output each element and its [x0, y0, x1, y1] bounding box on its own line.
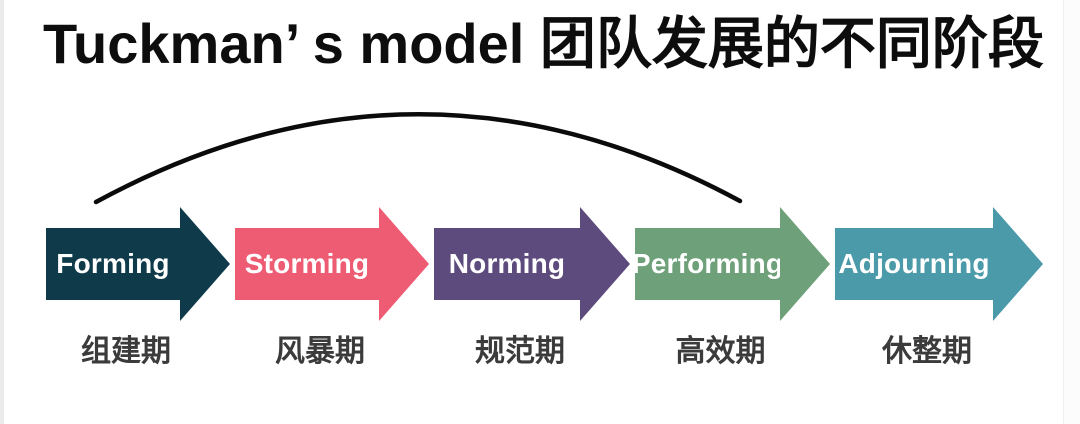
stage-item: Forming 组建期 — [46, 207, 230, 367]
stage-item: Adjourning 休整期 — [835, 207, 1043, 367]
stage-arrow-head-icon — [180, 207, 230, 321]
right-edge-strip — [1063, 0, 1080, 424]
stage-arrow-shape: Norming — [434, 207, 630, 321]
stage-label: Norming — [448, 248, 566, 279]
stage-zh-label: 规范期 — [475, 335, 565, 368]
stage-zh-label: 组建期 — [81, 335, 171, 368]
stage-zh-label: 休整期 — [882, 335, 972, 368]
stage-arrow-shape: Performing — [631, 207, 830, 321]
stage-item: Norming 规范期 — [434, 207, 630, 367]
stage-arrow-head-icon — [379, 207, 429, 321]
stage-label: Forming — [56, 248, 170, 279]
stage-item: Storming 风暴期 — [235, 207, 429, 367]
stage-arrow-shape: Adjourning — [835, 207, 1043, 321]
stages-row: Forming 组建期 Storming 风暴期 Norming — [46, 207, 1043, 367]
stage-arrow-body: Storming — [235, 228, 379, 300]
left-edge-strip — [0, 0, 4, 424]
stage-arrow-body: Norming — [434, 228, 580, 300]
stage-arrow-body: Forming — [46, 228, 180, 300]
stage-arrow-shape: Storming — [235, 207, 429, 321]
stage-arrow-head-icon — [580, 207, 630, 321]
page-title: Tuckman’ s model 团队发展的不同阶段 — [43, 12, 1044, 75]
stage-arrow-body: Adjourning — [835, 228, 993, 300]
stage-arrow-shape: Forming — [46, 207, 230, 321]
stage-label: Storming — [244, 248, 370, 279]
stage-zh-label: 高效期 — [675, 335, 766, 368]
stage-label: Adjourning — [838, 248, 990, 279]
stage-zh-label: 风暴期 — [275, 335, 365, 368]
stage-item: Performing 高效期 — [631, 207, 830, 368]
stage-label: Performing — [631, 248, 784, 279]
stage-arrow-head-icon — [993, 207, 1043, 321]
stage-arrow-body: Performing — [631, 228, 784, 300]
arc-path — [93, 112, 743, 205]
stage-arrow-head-icon — [780, 207, 830, 321]
